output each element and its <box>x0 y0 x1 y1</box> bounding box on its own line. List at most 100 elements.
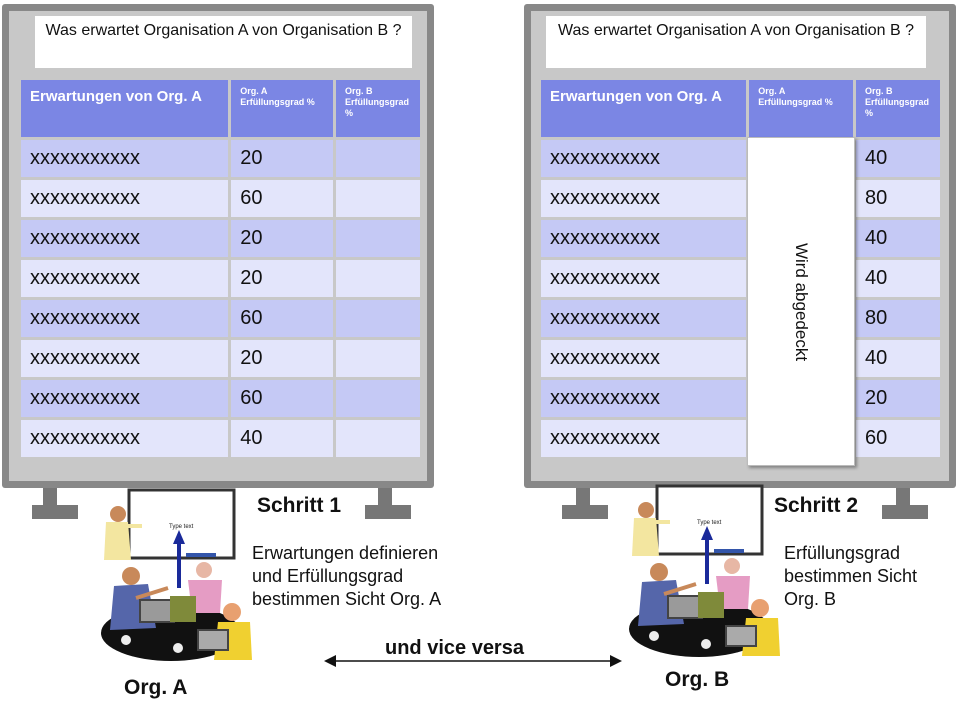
org-a-value: 60 <box>231 300 333 337</box>
org-b-value: 20 <box>856 380 940 417</box>
whiteboard-icon: Type text <box>655 484 764 556</box>
left-board-foot-right <box>365 505 411 519</box>
left-expectation-table: Erwartungen von Org. A Org. A Erfüllungs… <box>18 77 423 460</box>
org-b-value <box>336 380 420 417</box>
row-label: xxxxxxxxxxx <box>541 380 747 417</box>
row-label: xxxxxxxxxxx <box>21 420 229 457</box>
presenter-figure-icon <box>632 502 670 556</box>
right-question-text: Was erwartet Organisation A von Organisa… <box>557 22 915 39</box>
people-group-icon <box>629 558 780 657</box>
org-b-value <box>336 180 420 217</box>
org-a-value: 20 <box>231 140 333 177</box>
clipart-board-text: Type text <box>169 524 194 530</box>
row-label: xxxxxxxxxxx <box>21 180 229 217</box>
cover-card: Wird abgedeckt <box>747 137 855 466</box>
left-header-org-b: Org. B Erfüllungsgrad % <box>336 80 420 137</box>
org-b-label: Org. B <box>665 668 730 691</box>
org-b-value: 80 <box>856 180 940 217</box>
cover-text: Wird abgedeckt <box>792 242 811 361</box>
table-row: xxxxxxxxxxx 40 <box>541 220 940 257</box>
row-label: xxxxxxxxxxx <box>541 260 747 297</box>
org-b-value <box>336 220 420 257</box>
row-label: xxxxxxxxxxx <box>21 300 229 337</box>
whiteboard-icon: Type text <box>127 488 236 560</box>
double-arrow-icon <box>324 655 622 667</box>
org-b-value: 40 <box>856 220 940 257</box>
row-label: xxxxxxxxxxx <box>21 220 229 257</box>
step2-line: Org. B <box>784 589 837 609</box>
org-b-value <box>336 420 420 457</box>
org-a-value: 20 <box>231 220 333 257</box>
table-row: xxxxxxxxxxx 40 <box>541 340 940 377</box>
row-label: xxxxxxxxxxx <box>541 340 747 377</box>
row-label: xxxxxxxxxxx <box>541 420 747 457</box>
row-label: xxxxxxxxxxx <box>541 300 747 337</box>
right-question-box: Was erwartet Organisation A von Organisa… <box>546 16 926 68</box>
right-board-leg-left <box>576 488 590 510</box>
table-row: xxxxxxxxxxx 60 <box>541 420 940 457</box>
org-b-value: 40 <box>856 340 940 377</box>
org-b-value: 80 <box>856 300 940 337</box>
step1-title: Schritt 1 <box>257 494 342 517</box>
clipart-board-text: Type text <box>697 520 722 526</box>
row-label: xxxxxxxxxxx <box>541 140 747 177</box>
org-a-value: 40 <box>231 420 333 457</box>
org-a-value: 60 <box>231 380 333 417</box>
step2-line: Erfüllungsgrad <box>784 543 901 563</box>
step2-title: Schritt 2 <box>774 494 859 517</box>
step1-line: bestimmen Sicht Org. A <box>252 589 442 609</box>
row-label: xxxxxxxxxxx <box>541 180 747 217</box>
table-row: xxxxxxxxxxx 20 <box>541 380 940 417</box>
right-header-org-b: Org. B Erfüllungsgrad % <box>856 80 940 137</box>
row-label: xxxxxxxxxxx <box>21 260 229 297</box>
table-row: xxxxxxxxxxx 80 <box>541 300 940 337</box>
right-header-expectations: Erwartungen von Org. A <box>541 80 747 137</box>
row-label: xxxxxxxxxxx <box>541 220 747 257</box>
step2-line: bestimmen Sicht <box>784 566 918 586</box>
meeting-clipart-left: Type text <box>101 488 252 661</box>
org-a-label: Org. A <box>124 676 188 699</box>
right-header-org-a: Org. A Erfüllungsgrad % <box>749 80 854 137</box>
right-board-leg-right <box>896 488 910 510</box>
org-b-value <box>336 140 420 177</box>
org-a-value: 20 <box>231 340 333 377</box>
row-label: xxxxxxxxxxx <box>21 380 229 417</box>
right-board-foot-right <box>882 505 928 519</box>
right-expectation-table: Erwartungen von Org. A Org. A Erfüllungs… <box>538 77 943 460</box>
left-question-text: Was erwartet Organisation A von Organisa… <box>45 22 402 39</box>
table-row: xxxxxxxxxxx 80 <box>541 180 940 217</box>
org-b-value <box>336 300 420 337</box>
step2-description: Erfüllungsgrad bestimmen Sicht Org. B <box>784 542 917 611</box>
meeting-clipart-right: Type text <box>629 484 780 657</box>
right-board-foot-left <box>562 505 608 519</box>
step1-line: Erwartungen definieren <box>252 543 439 563</box>
presenter-figure-icon <box>104 506 142 560</box>
vice-versa-label: und vice versa <box>385 637 524 659</box>
org-b-value: 40 <box>856 140 940 177</box>
step1-line: und Erfüllungsgrad <box>252 566 404 586</box>
table-row: xxxxxxxxxxx 40 <box>541 140 940 177</box>
left-board-foot-left <box>32 505 78 519</box>
left-header-expectations: Erwartungen von Org. A <box>21 80 229 137</box>
org-a-value: 60 <box>231 180 333 217</box>
org-a-value: 20 <box>231 260 333 297</box>
people-group-icon <box>101 562 252 661</box>
org-b-value <box>336 260 420 297</box>
row-label: xxxxxxxxxxx <box>21 340 229 377</box>
left-question-box: Was erwartet Organisation A von Organisa… <box>35 16 412 68</box>
left-header-org-a: Org. A Erfüllungsgrad % <box>231 80 333 137</box>
org-b-value: 60 <box>856 420 940 457</box>
step1-description: Erwartungen definieren und Erfüllungsgra… <box>252 542 441 611</box>
row-label: xxxxxxxxxxx <box>21 140 229 177</box>
left-board-leg-right <box>378 488 392 510</box>
left-board-leg-left <box>43 488 57 510</box>
